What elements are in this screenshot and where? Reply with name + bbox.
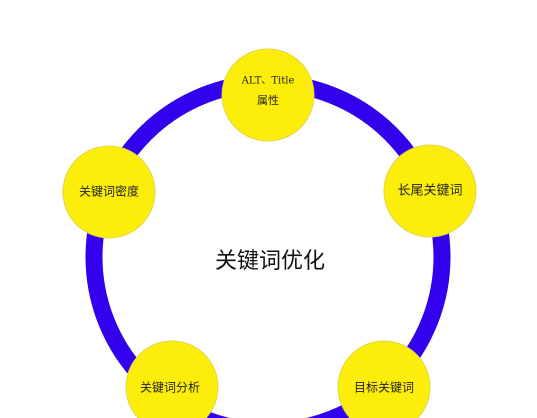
node-alt-title-line-2: 属性 (257, 93, 279, 107)
node-keyword-analysis-circle (125, 340, 219, 418)
center-title: 关键词优化 (215, 249, 325, 274)
node-alt-title: ALT、Title 属性 (221, 48, 315, 142)
node-keyword-density-label: 关键词密度 (79, 184, 139, 199)
node-target-keywords-label: 目标关键词 (354, 381, 414, 395)
node-target-keywords: 目标关键词 (337, 340, 431, 418)
node-target-keywords-circle (337, 340, 431, 418)
node-keyword-density: 关键词密度 (62, 145, 156, 239)
node-alt-title-circle (221, 48, 315, 142)
node-alt-title-line-1: ALT、Title (241, 76, 295, 87)
node-keyword-analysis-label: 关键词分析 (140, 381, 200, 395)
node-long-tail-keywords: 长尾关键词 (383, 144, 477, 238)
node-long-tail-keywords-circle (383, 144, 477, 238)
node-keyword-density-circle (62, 145, 156, 239)
node-long-tail-keywords-label: 长尾关键词 (397, 184, 462, 199)
node-keyword-analysis: 关键词分析 (125, 340, 219, 418)
